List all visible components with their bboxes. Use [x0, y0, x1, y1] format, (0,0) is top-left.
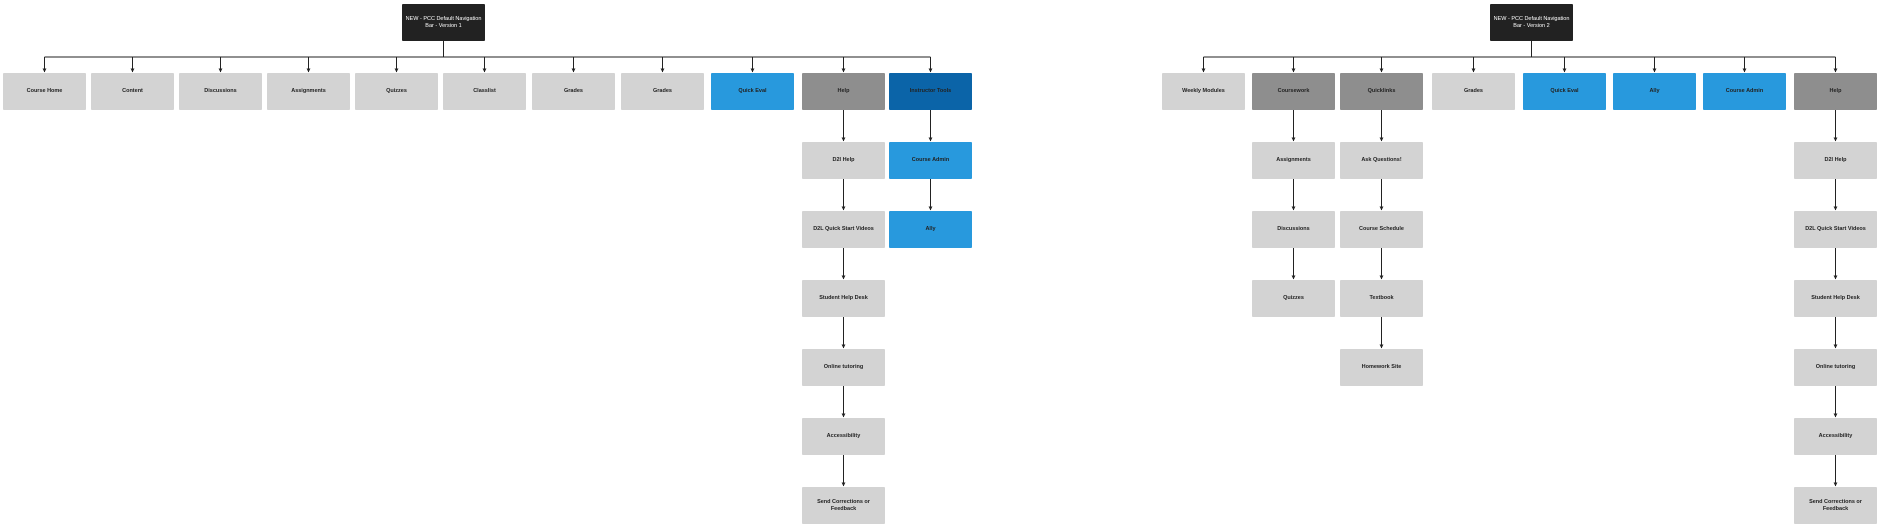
nav-node-send-corrections-or-feedback[interactable]: Send Corrections or Feedback — [1794, 487, 1877, 524]
nav-node-course-admin[interactable]: Course Admin — [1703, 73, 1786, 110]
nav-node-discussions[interactable]: Discussions — [179, 73, 262, 110]
nav-node-instructor-tools[interactable]: Instructor Tools — [889, 73, 972, 110]
nav-node-course-admin[interactable]: Course Admin — [889, 142, 972, 179]
nav-node-d2l-quick-start-videos[interactable]: D2L Quick Start Videos — [802, 211, 885, 248]
nav-node-assignments[interactable]: Assignments — [1252, 142, 1335, 179]
nav-node-quizzes[interactable]: Quizzes — [355, 73, 438, 110]
nav-node-grades[interactable]: Grades — [532, 73, 615, 110]
nav-node-help[interactable]: Help — [802, 73, 885, 110]
nav-node-accessibility[interactable]: Accessibility — [802, 418, 885, 455]
nav-node-textbook[interactable]: Textbook — [1340, 280, 1423, 317]
nav-node-quick-eval[interactable]: Quick Eval — [711, 73, 794, 110]
nav-node-send-corrections-or-feedback[interactable]: Send Corrections or Feedback — [802, 487, 885, 524]
nav-node-quizzes[interactable]: Quizzes — [1252, 280, 1335, 317]
nav-node-quicklinks[interactable]: Quicklinks — [1340, 73, 1423, 110]
nav-node-weekly-modules[interactable]: Weekly Modules — [1162, 73, 1245, 110]
nav-node-ask-questions[interactable]: Ask Questions! — [1340, 142, 1423, 179]
nav-node-grades[interactable]: Grades — [621, 73, 704, 110]
root-node-new-pcc-default-navigation[interactable]: NEW - PCC Default Navigation Bar - Versi… — [402, 4, 485, 41]
nav-node-discussions[interactable]: Discussions — [1252, 211, 1335, 248]
nav-node-accessibility[interactable]: Accessibility — [1794, 418, 1877, 455]
nav-node-classlist[interactable]: Classlist — [443, 73, 526, 110]
nav-node-d2l-help[interactable]: D2l Help — [1794, 142, 1877, 179]
nav-node-coursework[interactable]: Coursework — [1252, 73, 1335, 110]
nav-node-student-help-desk[interactable]: Student Help Desk — [802, 280, 885, 317]
nav-node-course-home[interactable]: Course Home — [3, 73, 86, 110]
nav-node-content[interactable]: Content — [91, 73, 174, 110]
nav-node-online-tutoring[interactable]: Online tutoring — [802, 349, 885, 386]
nav-node-d2l-quick-start-videos[interactable]: D2L Quick Start Videos — [1794, 211, 1877, 248]
nav-node-help[interactable]: Help — [1794, 73, 1877, 110]
nav-node-course-schedule[interactable]: Course Schedule — [1340, 211, 1423, 248]
nav-node-quick-eval[interactable]: Quick Eval — [1523, 73, 1606, 110]
nav-node-ally[interactable]: Ally — [889, 211, 972, 248]
nav-node-assignments[interactable]: Assignments — [267, 73, 350, 110]
nav-node-online-tutoring[interactable]: Online tutoring — [1794, 349, 1877, 386]
nav-node-ally[interactable]: Ally — [1613, 73, 1696, 110]
root-node-new-pcc-default-navigation[interactable]: NEW - PCC Default Navigation Bar - Versi… — [1490, 4, 1573, 41]
nav-node-d2l-help[interactable]: D2l Help — [802, 142, 885, 179]
nav-node-homework-site[interactable]: Homework Site — [1340, 349, 1423, 386]
nav-node-grades[interactable]: Grades — [1432, 73, 1515, 110]
nav-node-student-help-desk[interactable]: Student Help Desk — [1794, 280, 1877, 317]
